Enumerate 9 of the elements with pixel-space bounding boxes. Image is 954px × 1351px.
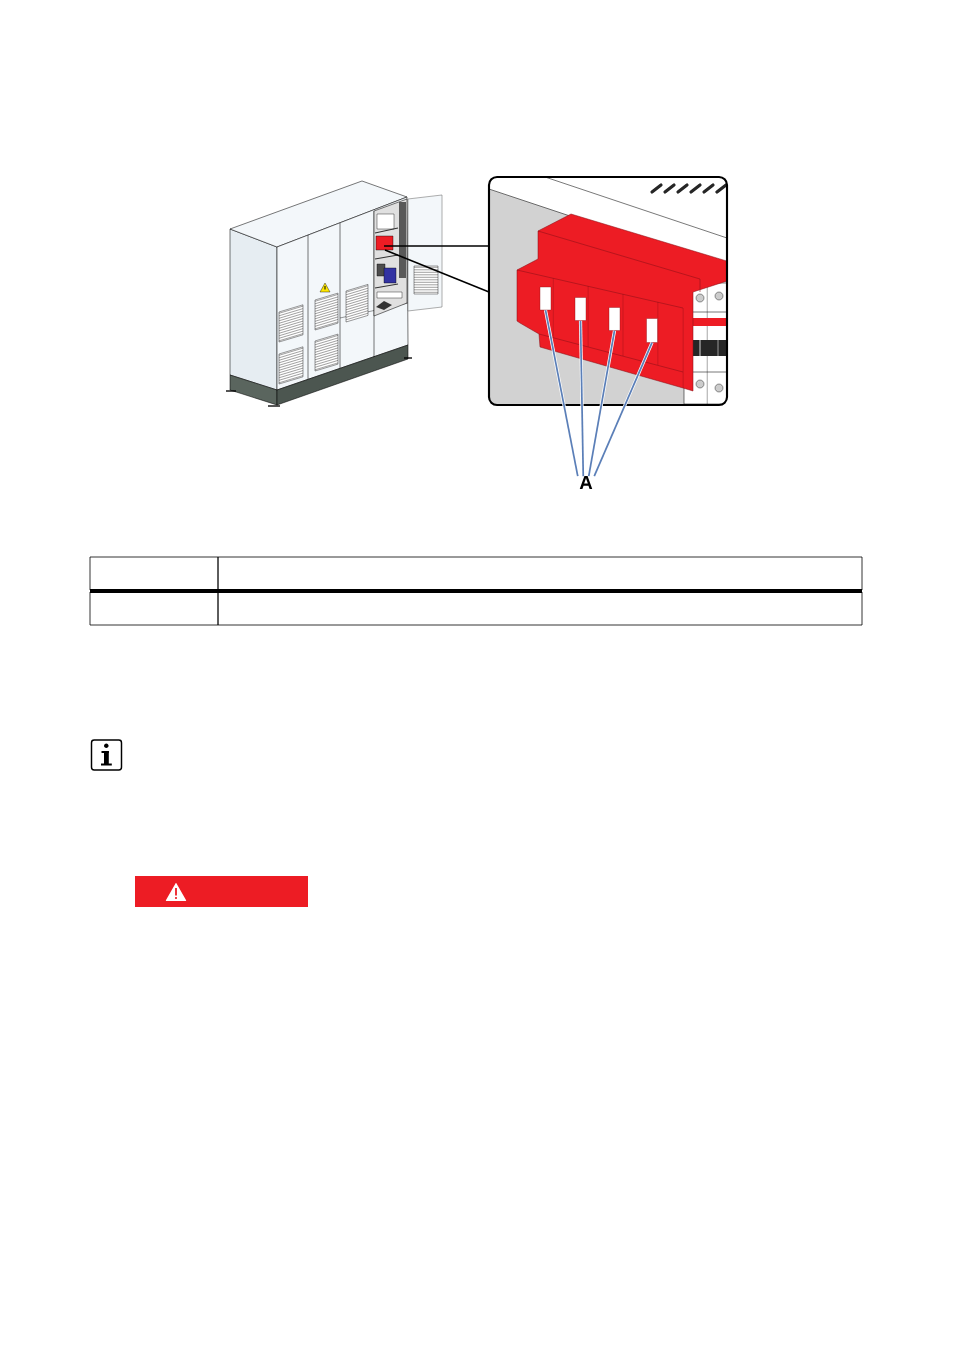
leader-line xyxy=(543,309,580,477)
leader-line xyxy=(592,341,654,477)
leader-line xyxy=(578,319,585,477)
indicator-window xyxy=(539,286,552,311)
indicator-window xyxy=(608,307,621,331)
leader-line xyxy=(587,329,617,477)
indicator-window xyxy=(646,318,658,343)
callout-letter: A xyxy=(579,476,593,489)
indicator-window xyxy=(574,297,587,321)
